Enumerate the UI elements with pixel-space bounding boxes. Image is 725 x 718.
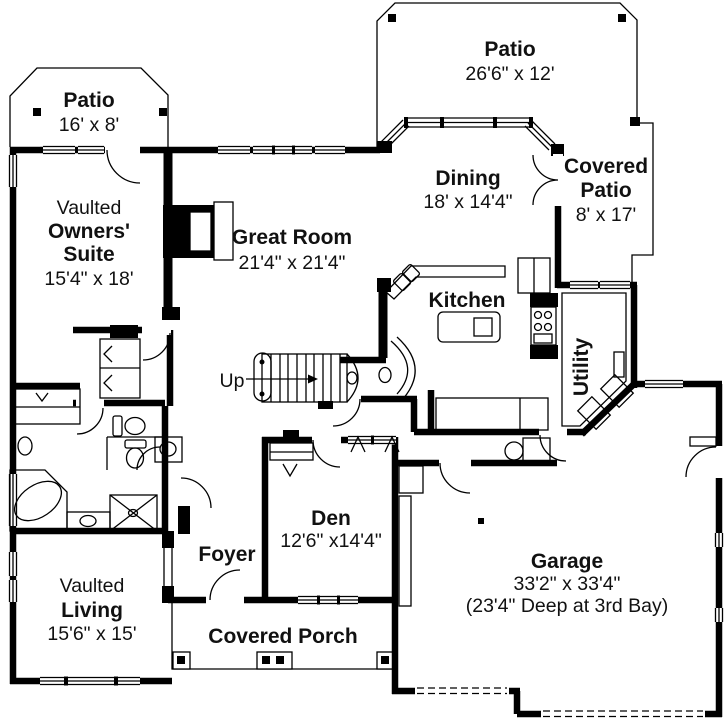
up-arrow-head — [308, 374, 318, 384]
patio-post — [159, 108, 167, 116]
bay-post — [377, 141, 392, 153]
sink — [159, 441, 177, 457]
kitchen-island — [437, 311, 501, 343]
closets — [13, 338, 400, 478]
garage-fixtures — [398, 437, 705, 718]
doors — [76, 145, 724, 605]
curved-wall — [390, 336, 416, 400]
bay-window — [378, 117, 556, 151]
room-label-great-room: Great Room — [232, 226, 352, 249]
bath-fixtures — [9, 366, 392, 532]
door-arc-garage-side — [685, 446, 717, 478]
door-arc-suite — [142, 332, 171, 361]
washer — [576, 395, 612, 431]
door-arc-utility — [539, 434, 567, 462]
kitchen-peninsula — [385, 265, 506, 300]
door-arc-hall — [180, 477, 212, 509]
room-dims-covered-patio: 8' x 17' — [576, 204, 637, 226]
room-dims-patio-top-left: 16' x 8' — [59, 114, 120, 136]
covered-patio-outline — [630, 117, 654, 285]
powder-sink — [346, 371, 358, 385]
patio-post — [618, 14, 626, 22]
room-label-garage: Garage — [531, 550, 603, 573]
room-label-owners-suite-2: Owners' — [48, 220, 130, 243]
toilet-tank — [112, 415, 123, 437]
door-arc-powder — [332, 398, 361, 427]
room-dims-living: 15'6" x 15' — [47, 623, 136, 645]
door-landing — [689, 436, 717, 447]
room-dims-dining: 18' x 14'4" — [423, 191, 512, 213]
room-label-owners-suite-1: Vaulted — [57, 197, 122, 219]
room-label-foyer: Foyer — [198, 543, 255, 566]
water-heater — [504, 441, 524, 461]
garage-door — [543, 710, 703, 718]
windows — [8, 145, 724, 686]
kitchen-counter — [435, 397, 549, 431]
room-dims-garage: 33'2" x 33'4" — [514, 573, 621, 595]
door-arc-bath — [76, 407, 104, 435]
shower — [109, 494, 158, 532]
patio-top-left-outline — [9, 67, 169, 147]
dryer — [599, 373, 635, 409]
room-label-utility: Utility — [570, 338, 593, 397]
room-label-covered-patio: Covered — [564, 155, 648, 178]
patio-post — [630, 117, 640, 126]
bay-post — [551, 144, 564, 156]
room-note-garage: (23'4" Deep at 3rd Bay) — [466, 595, 669, 617]
patio-top-right-outline — [376, 2, 638, 147]
kitchen-sink — [392, 272, 412, 292]
vanity — [154, 436, 183, 463]
room-label-dining: Dining — [435, 167, 500, 190]
front-door-arc — [209, 569, 241, 601]
room-dims-den: 12'6" x14'4" — [280, 530, 382, 552]
toilet — [124, 416, 146, 436]
stair-rail — [253, 352, 272, 402]
door-arc-garage — [439, 462, 471, 494]
stair-curved-wall — [346, 353, 359, 403]
utility-fixtures — [561, 292, 635, 431]
room-label-den: Den — [311, 507, 351, 530]
workbench — [398, 495, 412, 607]
bathtub — [14, 480, 62, 522]
door-arc-suite-entry — [106, 149, 141, 184]
toilet — [125, 447, 145, 469]
kitchen-fixtures — [385, 257, 558, 431]
french-doors-arc — [532, 154, 559, 206]
room-dims-great-room: 21'4" x 21'4" — [239, 252, 346, 274]
room-label-living-2: Living — [61, 599, 123, 622]
room-label-kitchen: Kitchen — [428, 289, 505, 312]
sink — [79, 514, 97, 528]
fireplace — [163, 201, 234, 261]
kitchen-sink — [401, 263, 421, 283]
room-label-patio-top-left: Patio — [63, 89, 114, 112]
room-label-covered-patio-2: Patio — [580, 179, 631, 202]
room-label-owners-suite-3: Suite — [63, 243, 114, 266]
labels: Patio 16' x 8' Patio 26'6" x 12' Covered… — [44, 38, 668, 648]
room-dims-owners-suite: 15'4" x 18' — [44, 268, 133, 290]
toilet-tank — [124, 439, 147, 449]
room-label-covered-porch: Covered Porch — [208, 625, 357, 648]
room-label-patio-top-right: Patio — [484, 38, 535, 61]
tub-platform — [9, 469, 68, 532]
oven — [533, 333, 553, 344]
garage-door — [417, 687, 507, 695]
room-dims-patio-top-right: 26'6" x 12' — [465, 63, 554, 85]
patio-post — [388, 14, 396, 22]
garage-column — [478, 518, 484, 524]
stairs-up-label: Up — [220, 370, 245, 392]
patio-post — [33, 108, 41, 116]
powder-toilet — [378, 366, 392, 384]
room-label-living-1: Vaulted — [60, 575, 125, 597]
door-arc-wc — [136, 446, 161, 471]
furnace — [522, 437, 551, 463]
